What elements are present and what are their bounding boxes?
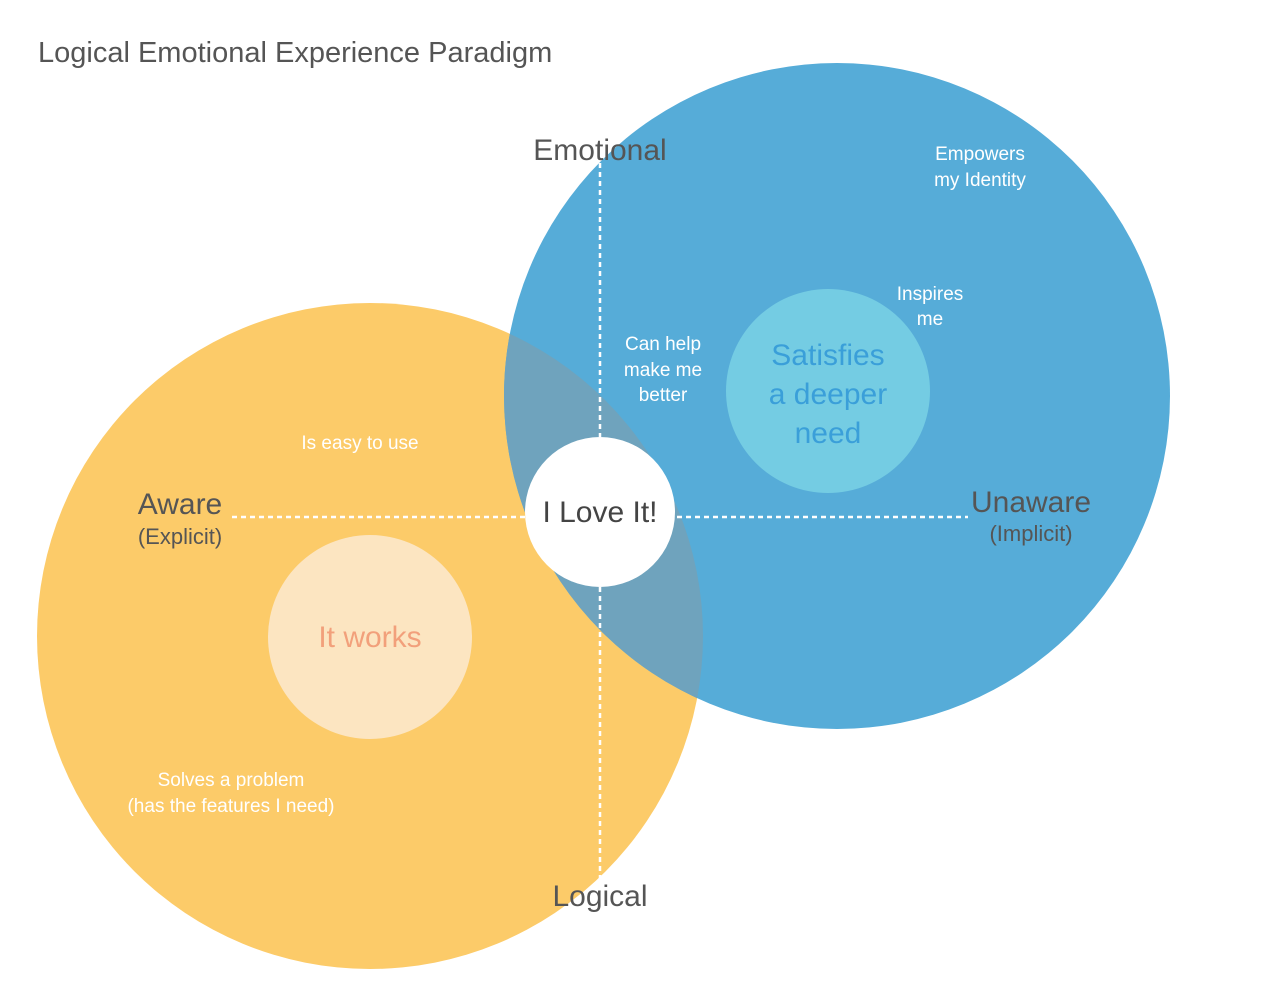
deeper-need-core (726, 289, 930, 493)
center-circle (525, 437, 675, 587)
deeper-need-line-3: need (795, 417, 862, 450)
note-solves-line-2: (has the features I need) (127, 796, 334, 817)
axis-top-label: Emotional (533, 134, 666, 167)
axis-right-label: Unaware (971, 486, 1091, 519)
note-easy-to-use: Is easy to use (301, 433, 418, 454)
deeper-need-line-1: Satisfies (771, 339, 884, 372)
deeper-need-line-2: a deeper (769, 378, 887, 411)
axis-left-sublabel: (Explicit) (138, 524, 222, 549)
overlap-region (504, 303, 703, 729)
axis-bottom-label: Logical (552, 880, 647, 913)
note-inspires-line-2: me (917, 309, 943, 330)
it-works-core (268, 535, 472, 739)
it-works-label: It works (318, 621, 421, 654)
note-inspires-line-1: Inspires (897, 284, 964, 305)
note-can-help-line-3: better (639, 385, 688, 406)
note-can-help-line-1: Can help (625, 334, 701, 355)
note-empowers-line-1: Empowers (935, 144, 1025, 165)
note-can-help-line-2: make me (624, 360, 702, 381)
axis-left-label: Aware (138, 488, 223, 521)
note-empowers-line-2: my Identity (934, 170, 1026, 191)
diagram-title: Logical Emotional Experience Paradigm (38, 37, 552, 69)
axis-right-sublabel: (Implicit) (989, 521, 1072, 546)
note-solves-line-1: Solves a problem (158, 770, 305, 791)
center-label: I Love It! (542, 496, 657, 529)
